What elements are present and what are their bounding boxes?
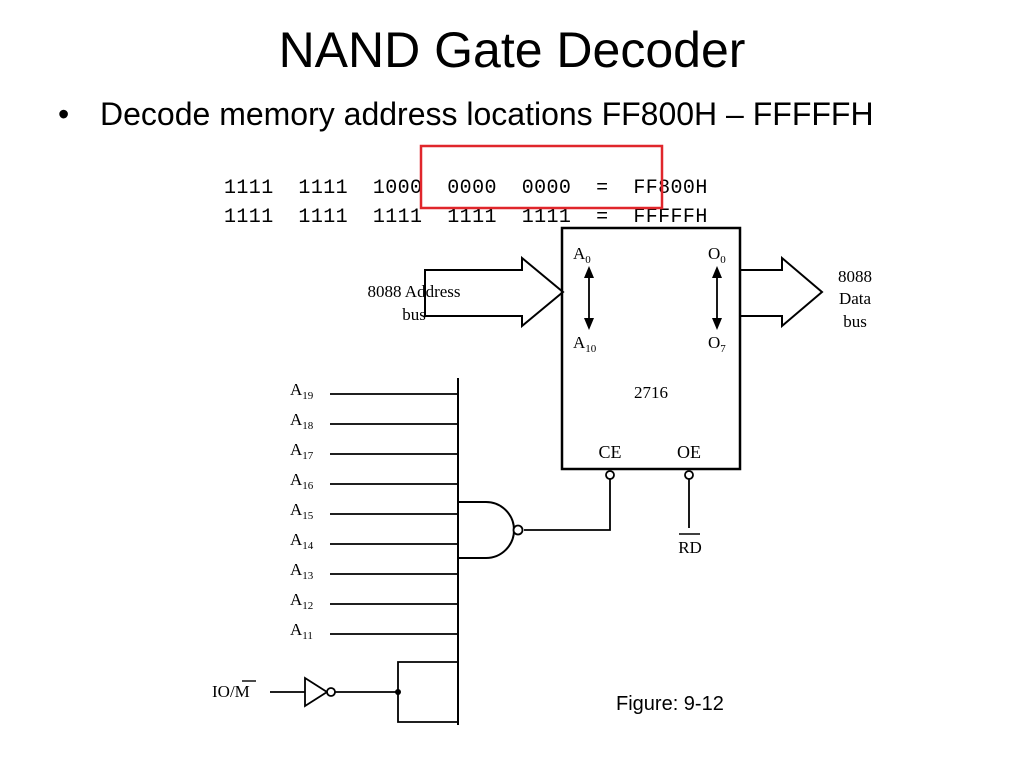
address-line-label: A11 — [290, 620, 313, 642]
addr-group: 1111 — [224, 177, 274, 200]
oe-inversion-bubble-icon — [684, 470, 694, 480]
address-range-arrow-icon — [584, 266, 594, 330]
bullet-text: Decode memory address locations FF800H –… — [100, 96, 874, 132]
inverter-gate-icon — [304, 676, 329, 708]
addr-group: 1111 — [298, 206, 349, 229]
pin-o0-label: O0 — [708, 244, 726, 266]
data-bus-label: 8088 — [838, 267, 872, 286]
addr-hex: FFFFFH — [633, 206, 708, 229]
address-line-label: A18 — [290, 410, 314, 432]
address-row-high: 1111 1111 1111 1111 1111 = FFFFFH — [224, 179, 708, 231]
pin-o7-label: O7 — [708, 333, 726, 355]
address-bus-label: 8088 Address — [367, 282, 460, 301]
data-bus-arrow-icon — [739, 255, 824, 329]
address-line-label: A13 — [290, 560, 314, 582]
oe-pin-label: OE — [677, 442, 701, 462]
bullet-dot-icon: • — [58, 96, 70, 132]
address-line-label: A16 — [290, 470, 314, 492]
rd-label: RD — [678, 538, 702, 557]
bullet-item: • Decode memory address locations FF800H … — [58, 92, 874, 136]
ce-inversion-bubble-icon — [605, 470, 615, 480]
address-line-label: A17 — [290, 440, 314, 462]
addr-group: 0000 — [447, 177, 497, 200]
addr-group: 1111 — [372, 206, 423, 229]
address-bus-label: bus — [402, 305, 426, 324]
chip-name: 2716 — [634, 383, 668, 402]
junction-dot — [395, 689, 401, 695]
data-bus-label: Data — [839, 289, 872, 308]
nand-output-bubble-icon — [512, 524, 524, 536]
addr-group: 1111 — [521, 206, 572, 229]
slide-title: NAND Gate Decoder — [278, 22, 746, 78]
address-line-label: A12 — [290, 590, 313, 612]
equals-sign: = — [596, 177, 609, 200]
addr-group: 1000 — [372, 177, 423, 200]
inverter-bubble-icon — [326, 687, 336, 697]
addr-hex: FF800H — [633, 177, 708, 200]
data-range-arrow-icon — [712, 266, 722, 330]
addr-group: 1111 — [447, 206, 497, 229]
pin-a10-label: A10 — [573, 333, 597, 355]
figure-caption: Figure: 9-12 — [616, 693, 724, 715]
data-bus-label: bus — [843, 312, 867, 331]
addr-group: 1111 — [224, 206, 274, 229]
address-line-label: A19 — [290, 380, 314, 402]
ce-wire — [524, 479, 611, 531]
addr-group: 0000 — [521, 177, 572, 200]
ce-pin-label: CE — [598, 442, 621, 462]
address-line-label: A14 — [290, 530, 314, 552]
eprom-2716-chip — [560, 226, 742, 471]
address-line-label: A15 — [290, 500, 314, 522]
pin-a0-label: A0 — [573, 244, 591, 266]
addr-group: 1111 — [298, 177, 349, 200]
equals-sign: = — [596, 206, 609, 229]
address-highlight-box — [419, 144, 664, 210]
nand-gate-icon — [459, 501, 515, 559]
io-m-label: IO/M — [212, 682, 250, 701]
address-row-low: 1111 1111 1000 0000 0000 = FF800H — [224, 150, 708, 202]
address-bus-arrow-icon — [424, 255, 565, 329]
io-m-fanout-wire — [397, 661, 458, 723]
